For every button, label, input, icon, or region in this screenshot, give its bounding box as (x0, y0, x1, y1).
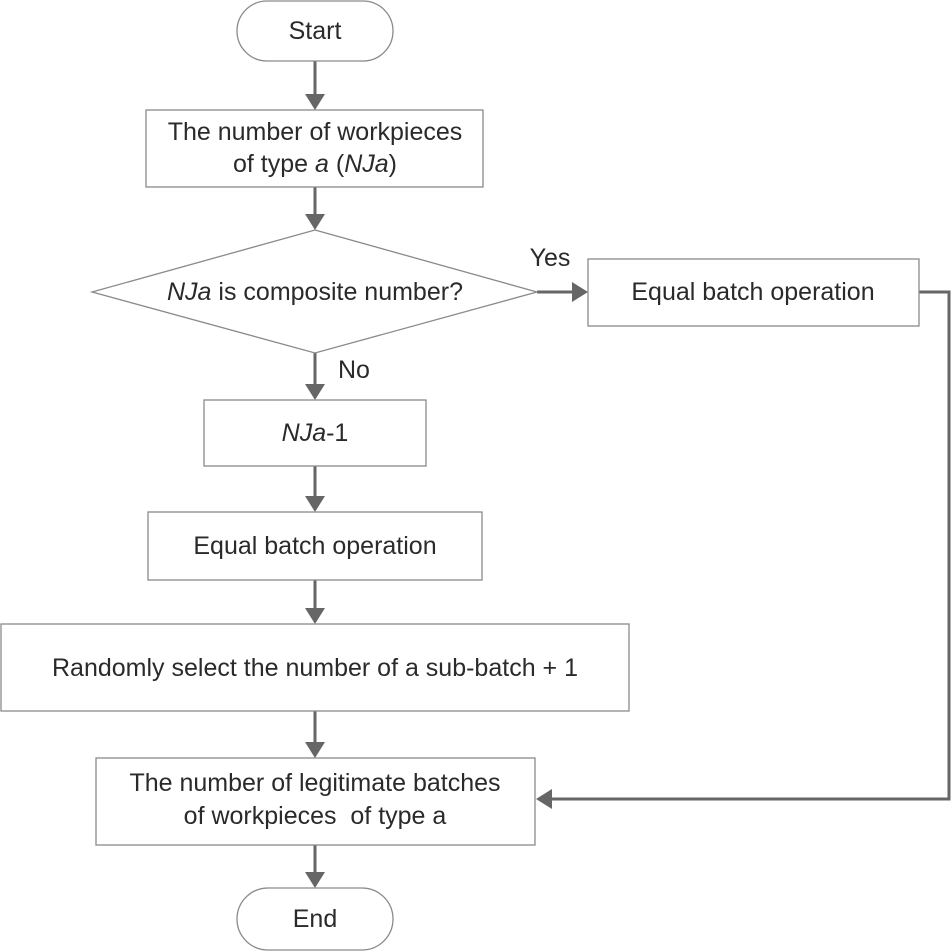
equal-batch-left-box: Equal batch operation (147, 511, 483, 581)
random-select-box: Randomly select the number of a sub-batc… (0, 623, 630, 712)
connector-right-to-result (550, 290, 951, 801)
decrement-label-rest: -1 (326, 419, 348, 447)
start-label: Start (289, 17, 342, 45)
equal-batch-right-label: Equal batch operation (631, 278, 874, 306)
result-box-line2: of workpieces of type a (184, 802, 447, 830)
count-box-shape (145, 109, 484, 188)
random-select-shape (0, 623, 630, 712)
count-box-line2-paren-open: ( (329, 150, 345, 178)
decision-shape (89, 229, 540, 354)
arrowhead-decision-no (305, 384, 325, 400)
arrowhead-decrement-to-equal (305, 496, 325, 512)
decision-label: NJa is composite number? (167, 278, 463, 306)
count-box-line2-nja: NJa (344, 150, 389, 178)
equal-batch-left-label: Equal batch operation (193, 532, 436, 560)
decrement-label: NJa-1 (282, 419, 349, 447)
count-box-line2-a: a (315, 150, 329, 178)
arrowhead-random-to-result (305, 742, 325, 758)
count-box-line2-paren-close: ) (389, 150, 397, 178)
equal-batch-left-shape (147, 511, 483, 581)
arrowhead-start-to-count (305, 94, 325, 110)
decision-node: NJa is composite number? (89, 229, 540, 354)
no-label: No (338, 356, 370, 384)
start-terminal: Start (236, 0, 394, 62)
count-box: The number of workpieces of type a (NJa) (145, 109, 484, 188)
decrement-box-shape (203, 399, 427, 467)
start-shape (236, 0, 394, 62)
end-shape (236, 887, 394, 951)
end-label: End (293, 905, 337, 933)
result-box-shape (95, 757, 536, 846)
connectors (305, 61, 951, 888)
yes-label: Yes (530, 244, 571, 272)
decrement-label-nja: NJa (282, 419, 327, 447)
count-box-line1: The number of workpieces (168, 118, 463, 146)
arrowhead-decision-yes (572, 282, 588, 302)
result-box-line1: The number of legitimate batches (129, 769, 500, 797)
arrowhead-count-to-decision (305, 214, 325, 230)
count-box-line2-prefix: of type (233, 150, 315, 178)
arrowhead-equal-to-random (305, 608, 325, 624)
count-box-line2: of type a (NJa) (233, 150, 397, 178)
decrement-box: NJa-1 (203, 399, 427, 467)
arrowhead-right-to-result (536, 789, 552, 809)
equal-batch-right-shape (587, 258, 920, 327)
random-select-label: Randomly select the number of a sub-batc… (52, 654, 578, 682)
equal-batch-right-box: Equal batch operation (587, 258, 920, 327)
result-box: The number of legitimate batches of work… (95, 757, 536, 846)
end-terminal: End (236, 887, 394, 951)
decision-label-nja: NJa (167, 278, 212, 306)
decision-label-rest: is composite number? (211, 278, 463, 306)
arrowhead-result-to-end (305, 872, 325, 888)
